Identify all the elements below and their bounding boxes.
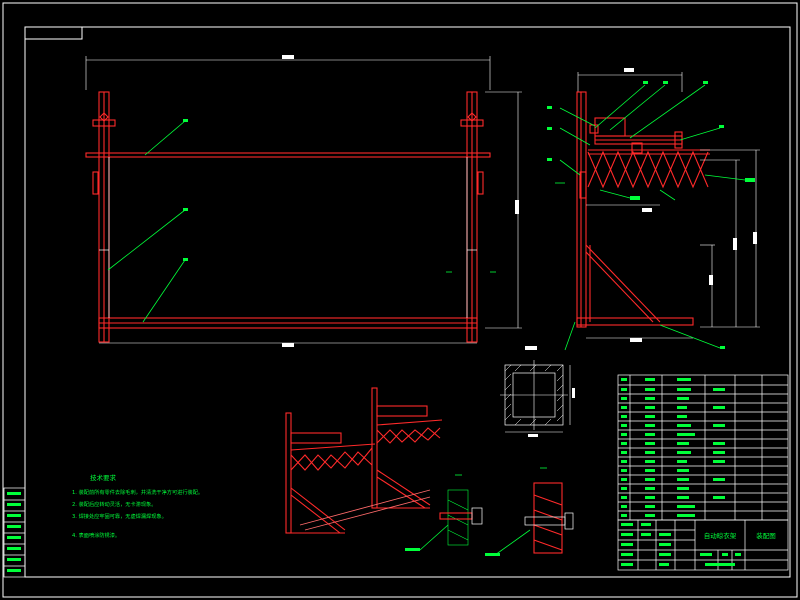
- drawing-title: 自动晾衣架: [704, 531, 737, 540]
- parts-list: [617, 374, 789, 521]
- note-line: 1. 装配前所有零件去除毛刺，并清洗干净方可进行装配。: [72, 488, 203, 496]
- front-view: [85, 55, 522, 347]
- anchor-details: [405, 467, 574, 556]
- tube-section: [500, 346, 575, 437]
- revision-strip: [3, 487, 26, 578]
- title-block: 自动晾衣架 装配图: [617, 519, 789, 571]
- side-view: [547, 68, 760, 351]
- note-line: 2. 装配后应转动灵活，无卡滞现象。: [72, 500, 156, 508]
- technical-notes: 技术要求 1. 装配前所有零件去除毛刺，并清洗干净方可进行装配。 2. 装配后应…: [72, 473, 203, 539]
- drawing-type: 装配图: [756, 531, 776, 540]
- note-line: 4. 表面喷涂防锈漆。: [72, 531, 120, 539]
- notes-heading: 技术要求: [90, 473, 117, 482]
- isometric-view: [285, 387, 443, 534]
- note-line: 3. 焊接处应牢固可靠，无虚焊漏焊现象。: [72, 512, 167, 520]
